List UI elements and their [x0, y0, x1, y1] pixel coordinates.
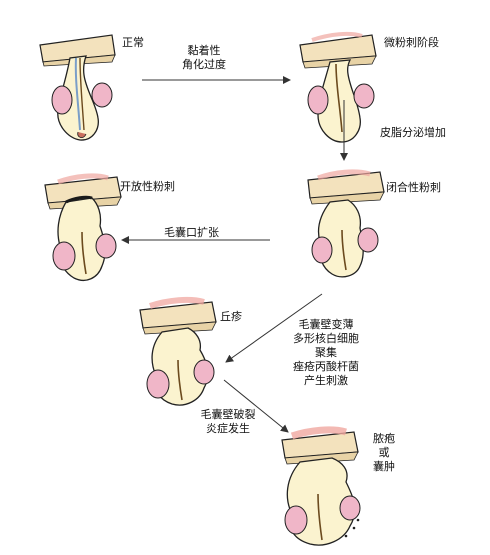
label-transition-ostium-dilation: 毛囊口扩张 [164, 226, 219, 239]
follicle-pustule-illustration [281, 426, 361, 546]
label-normal: 正常 [122, 36, 144, 49]
arrow-closed-to-papule [225, 293, 323, 363]
arrow-papule-to-pustule [223, 379, 289, 433]
label-closed-comedone: 闭合性粉刺 [386, 181, 441, 194]
label-microcomedone: 微粉刺阶段 [384, 36, 439, 49]
follicle-microcomedone-illustration [299, 31, 377, 143]
follicle-papule-illustration [139, 296, 217, 406]
label-open-comedone: 开放性粉刺 [120, 180, 175, 193]
follicle-closed-comedone-illustration [307, 169, 385, 278]
label-papule: 丘疹 [220, 310, 242, 323]
follicle-open-comedone-illustration [44, 173, 122, 281]
label-transition-hyperkeratinization: 黏着性 角化过度 [182, 44, 226, 71]
follicle-normal-illustration [39, 34, 116, 141]
label-transition-sebum-increase: 皮脂分泌增加 [380, 126, 446, 139]
label-transition-inflammation-factors: 毛囊壁变薄 多形核白细胞 聚集 痤疮丙酸杆菌 产生刺激 [293, 318, 359, 387]
label-pustule-or-cyst: 脓疱 或 囊肿 [373, 432, 395, 473]
label-transition-wall-rupture: 毛囊壁破裂 炎症发生 [200, 408, 256, 435]
